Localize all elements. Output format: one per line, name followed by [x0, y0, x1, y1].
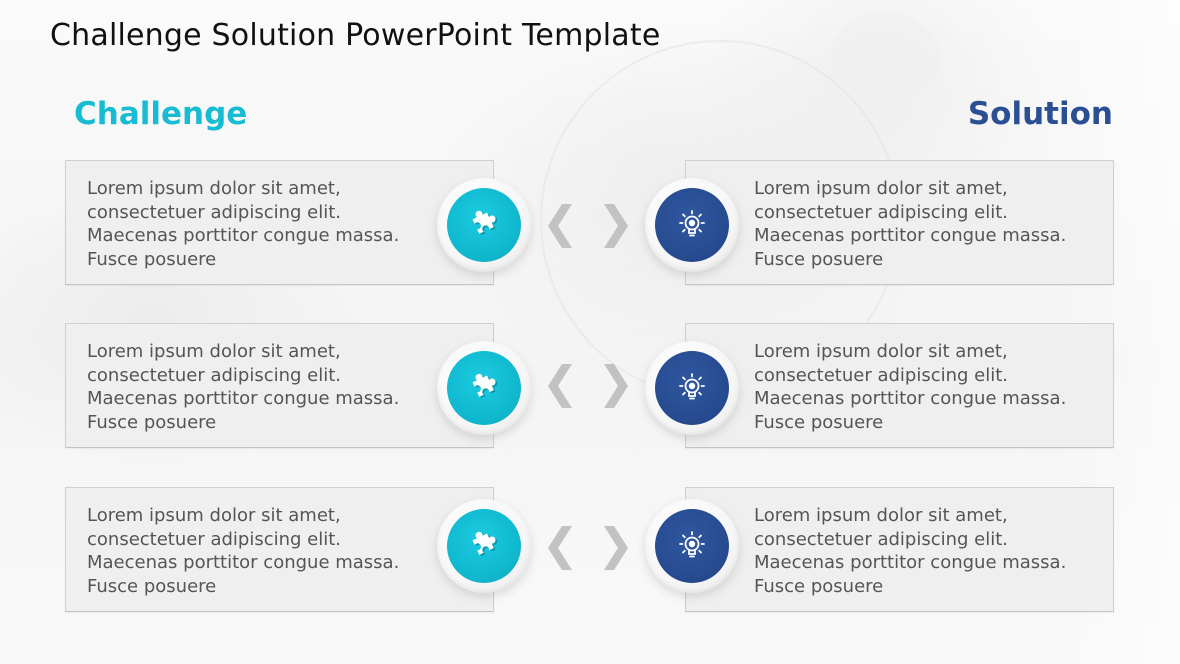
- challenge-icon-badge-1: [437, 178, 531, 272]
- solution-box-2: Lorem ipsum dolor sit amet, consectetuer…: [685, 323, 1114, 448]
- chevron-left-icon: [548, 204, 572, 248]
- solution-icon-badge-1: [645, 178, 739, 272]
- solution-text-2: Lorem ipsum dolor sit amet, consectetuer…: [754, 341, 1067, 434]
- challenge-box-1: Lorem ipsum dolor sit amet, consectetuer…: [65, 160, 494, 285]
- challenge-heading: Challenge: [74, 96, 248, 132]
- challenge-box-2: Lorem ipsum dolor sit amet, consectetuer…: [65, 323, 494, 448]
- challenge-text-1: Lorem ipsum dolor sit amet, consectetuer…: [87, 178, 400, 271]
- background-pie-chart-graphic: [830, 12, 940, 102]
- challenge-icon-badge-3: [437, 499, 531, 593]
- challenge-text-2: Lorem ipsum dolor sit amet, consectetuer…: [87, 341, 400, 434]
- puzzle-piece-icon: [472, 210, 496, 234]
- solution-box-1: Lorem ipsum dolor sit amet, consectetuer…: [685, 160, 1114, 285]
- solution-box-3: Lorem ipsum dolor sit amet, consectetuer…: [685, 487, 1114, 612]
- puzzle-piece-icon: [472, 373, 496, 397]
- puzzle-piece-icon: [472, 531, 496, 555]
- chevron-left-icon: [548, 526, 572, 570]
- challenge-box-3: Lorem ipsum dolor sit amet, consectetuer…: [65, 487, 494, 612]
- challenge-text-3: Lorem ipsum dolor sit amet, consectetuer…: [87, 505, 400, 598]
- chevron-left-icon: [548, 364, 572, 408]
- solution-icon-badge-3: [645, 499, 739, 593]
- challenge-icon-badge-2: [437, 341, 531, 435]
- solution-icon-badge-2: [645, 341, 739, 435]
- chevron-right-icon: [604, 526, 628, 570]
- lightbulb-gear-icon: [679, 210, 705, 237]
- slide-title: Challenge Solution PowerPoint Template: [50, 18, 661, 53]
- solution-text-3: Lorem ipsum dolor sit amet, consectetuer…: [754, 505, 1067, 598]
- solution-text-1: Lorem ipsum dolor sit amet, consectetuer…: [754, 178, 1067, 271]
- chevron-right-icon: [604, 364, 628, 408]
- solution-heading: Solution: [967, 96, 1113, 132]
- lightbulb-gear-icon: [679, 373, 705, 400]
- chevron-right-icon: [604, 204, 628, 248]
- lightbulb-gear-icon: [679, 531, 705, 558]
